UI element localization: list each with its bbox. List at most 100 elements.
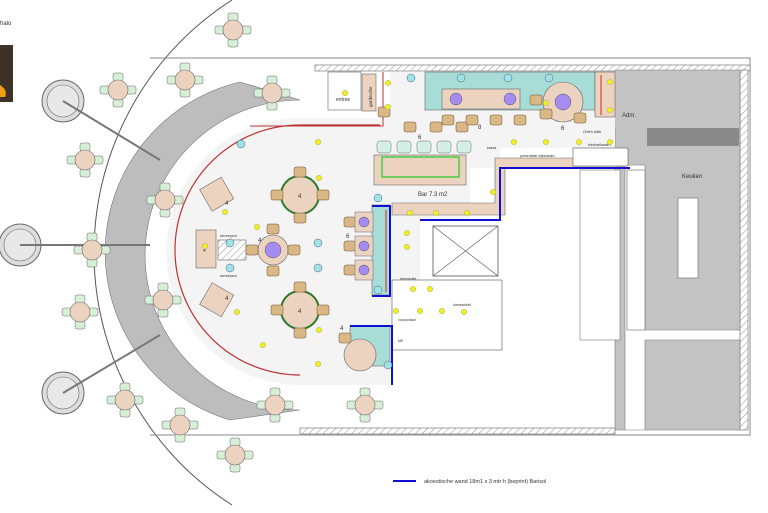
bar-stool <box>416 140 432 154</box>
chefs-table-label: Chef's table <box>583 130 601 134</box>
square-upper-seats: 4 <box>225 201 229 207</box>
ceiling-lamp <box>439 308 446 315</box>
side-tables-seats: 6 <box>346 234 350 240</box>
bar-counter <box>373 154 467 186</box>
table-lamp <box>358 264 370 276</box>
kitchen-island <box>677 197 699 279</box>
terrace-table <box>69 301 91 323</box>
banquette-left <box>371 204 391 296</box>
ceiling-lamp <box>427 286 434 293</box>
chair <box>343 240 357 252</box>
terrace-table <box>154 189 176 211</box>
spot-light <box>373 285 383 295</box>
spot-light <box>373 193 383 203</box>
terrace-table <box>224 444 246 466</box>
chair <box>455 121 469 133</box>
generated-marks <box>0 12 614 473</box>
square-table-lower <box>199 282 235 318</box>
ceiling-lamp <box>607 138 614 145</box>
chair <box>293 166 307 178</box>
terrace-table <box>261 82 283 104</box>
entree-label: entree <box>336 97 350 103</box>
table-lamp <box>358 216 370 228</box>
admin-room <box>615 72 645 127</box>
chair <box>293 327 307 339</box>
ceiling-lamp <box>342 89 349 96</box>
terrace-table <box>152 289 174 311</box>
bar-stool <box>376 140 392 154</box>
ceiling-lamp <box>233 309 240 316</box>
ceiling-lamp <box>464 209 471 216</box>
fridges-label: bierkoelkasten <box>588 143 611 147</box>
table-lamp <box>358 240 370 252</box>
ceiling-lamp <box>260 342 267 349</box>
terrace-table <box>74 149 96 171</box>
square-lower-seats: 4 <box>225 296 229 302</box>
bottom-wall <box>299 427 616 435</box>
spot-light <box>236 139 246 149</box>
chair <box>316 304 330 316</box>
ceiling-lamp <box>315 361 322 368</box>
ceiling-lamp <box>385 103 392 110</box>
terrace-table <box>81 239 103 261</box>
top-wall <box>314 64 751 72</box>
chefs-table-lamp <box>554 93 572 111</box>
ceiling-lamp <box>490 188 497 195</box>
ceiling-lamp <box>543 99 550 106</box>
ceiling-lamp <box>410 286 417 293</box>
corner-text: halo <box>0 21 12 27</box>
chair <box>266 223 280 235</box>
kitchen-area <box>614 69 741 431</box>
chair <box>489 114 503 126</box>
ceiling-lamp <box>404 243 411 250</box>
acoustic-wall-banquette <box>372 205 391 297</box>
chair <box>270 304 284 316</box>
meter-label: MK <box>398 339 404 343</box>
ceiling-lamp <box>433 209 440 216</box>
ceiling-lamp <box>417 308 424 315</box>
terrace-table <box>174 69 196 91</box>
garderobe-label: garderobe <box>368 86 373 107</box>
ceiling-lamp <box>315 138 322 145</box>
bar-top <box>381 156 460 178</box>
terrace-table <box>222 19 244 41</box>
chair <box>245 244 259 256</box>
kitchen-equipment <box>647 128 739 146</box>
chair <box>343 264 357 276</box>
spot-light <box>456 73 466 83</box>
spot-light <box>313 238 323 248</box>
round-table-center-lamp <box>264 241 282 259</box>
terrace-table <box>354 394 376 416</box>
beam <box>62 100 161 161</box>
admin-label: Adm. <box>622 113 636 119</box>
square-mid-seats: 4 <box>203 248 206 254</box>
table-lamp <box>449 92 463 106</box>
legend-label: akoestische wand 18m1 x 3 mtr h (beprint… <box>424 479 546 485</box>
ceiling-lamp <box>316 174 323 181</box>
ceiling-lamp <box>253 223 260 230</box>
chair <box>338 332 352 344</box>
ceiling-lamp <box>607 106 614 113</box>
terrace-table <box>169 414 191 436</box>
chair <box>429 121 443 133</box>
spot-light <box>406 73 416 83</box>
kitchen-cooler <box>579 169 621 341</box>
round-lounge-seats: 4 <box>340 326 344 332</box>
chair <box>539 108 553 120</box>
square-table-upper <box>199 176 235 212</box>
toilet-block <box>391 279 503 351</box>
chair <box>529 94 543 106</box>
terrace-table <box>107 79 129 101</box>
chair <box>270 189 284 201</box>
chair <box>441 114 455 126</box>
entree-wall <box>250 72 384 127</box>
chair <box>513 114 527 126</box>
chair <box>293 281 307 293</box>
ceiling-lamp <box>385 79 392 86</box>
round-table-lounge <box>343 338 377 372</box>
garderobe <box>361 73 377 112</box>
ceiling-lamp <box>201 242 208 249</box>
long-table <box>441 88 521 110</box>
